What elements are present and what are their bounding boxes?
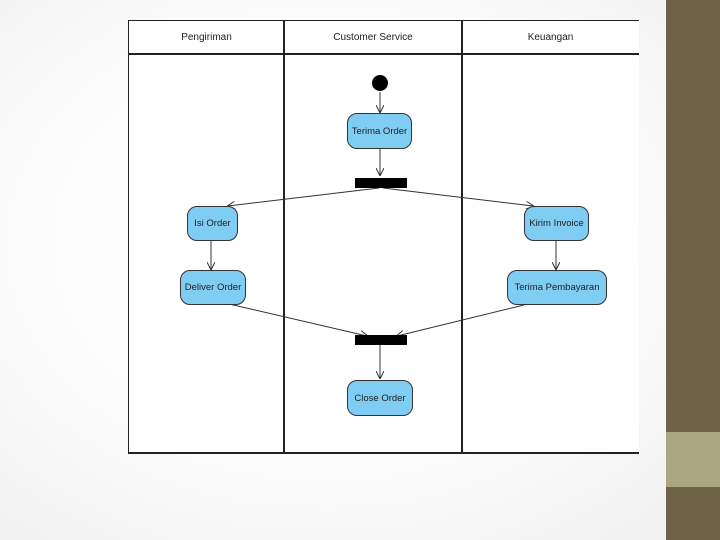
lane-header-customer-service: Customer Service [284,20,462,55]
lane-header-keuangan: Keuangan [462,20,639,55]
activity-isi-order: Isi Order [187,206,238,241]
fork-bar [355,178,407,188]
flow-arrows [129,92,639,452]
activity-close-order: Close Order [347,380,413,416]
activity-terima-order: Terima Order [347,113,412,149]
flow-deliver-order-to-join [228,303,367,336]
flow-fork-to-kirim-invoice [382,187,533,206]
initial-node [372,75,388,91]
lane-header-pengiriman: Pengiriman [129,20,284,55]
activity-kirim-invoice: Kirim Invoice [524,206,589,241]
flow-terima-pembayaran-to-join [397,304,525,336]
join-bar [355,335,407,345]
flow-fork-to-isi-order [228,187,380,206]
activity-deliver-order: Deliver Order [180,270,246,305]
lane-divider [283,20,285,452]
lane-divider [461,20,463,452]
activity-terima-pembayaran: Terima Pembayaran [507,270,607,305]
activity-diagram: Pengiriman Customer Service Keuangan Ter… [128,20,639,454]
slide-side-bar-accent [666,432,720,487]
